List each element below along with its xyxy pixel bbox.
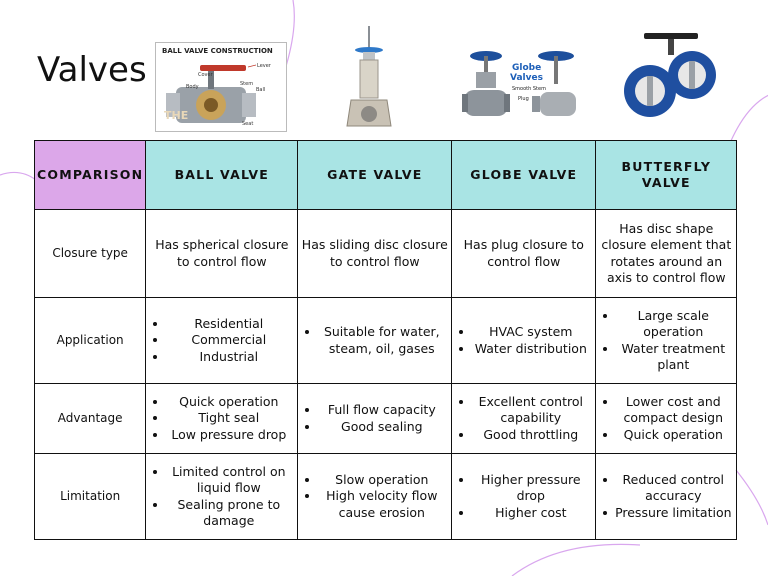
page-title: Valves [37,50,147,90]
table-cell: HVAC system Water distribution [451,297,597,384]
row-label: Application [33,297,147,384]
ball-image-watermark: THE [164,109,188,122]
ball-part-label: Lever [257,63,272,69]
list-item: Slow operation [300,472,449,489]
table-cell: Has spherical closure to control flow [145,209,299,298]
gate-valve-image [345,26,393,132]
bullet-list: Higher pressure drop Higher cost [454,472,593,522]
table-cell: Has disc shape closure element that rota… [595,209,738,298]
row-label: Closure type [33,209,147,298]
butterfly-valve-image [622,33,722,123]
bullet-list: Excellent control capability Good thrott… [454,394,593,444]
list-item: Good sealing [300,419,449,436]
bullet-list: Slow operation High velocity flow cause … [300,472,449,522]
table-cell: Slow operation High velocity flow cause … [297,453,453,540]
comparison-table: COMPARISON BALL VALVE GATE VALVE GLOBE V… [33,140,738,540]
table-cell: Suitable for water, steam, oil, gases [297,297,453,384]
table-cell: Lower cost and compact design Quick oper… [595,383,738,454]
table-header-row: COMPARISON BALL VALVE GATE VALVE GLOBE V… [33,140,738,210]
list-item: Higher cost [454,505,593,522]
list-item: Low pressure drop [148,427,295,444]
bullet-list: Limited control on liquid flow Sealing p… [148,464,295,530]
bullet-list: Lower cost and compact design Quick oper… [598,394,734,444]
globe-valve-image: Globe Valves Smooth Stem Plug [462,48,586,130]
table-cell: Full flow capacity Good sealing [297,383,453,454]
globe-part-label: Smooth Stem [512,86,546,92]
table-cell: Higher pressure drop Higher cost [451,453,597,540]
ball-part-label: Seat [242,121,253,127]
list-item: Commercial [148,332,295,349]
list-item: Residential [148,316,295,333]
row-label: Advantage [33,383,147,454]
list-item: Excellent control capability [454,394,593,427]
list-item: Water treatment plant [598,341,734,374]
ball-part-label: Ball [256,87,265,93]
list-item: Reduced control accuracy [598,472,734,505]
header-butterfly-valve: BUTTERFLY VALVE [595,140,738,210]
table-row-application: Application Residential Commercial Indus… [33,297,738,384]
table-cell: Large scale operation Water treatment pl… [595,297,738,384]
list-item: Sealing prone to damage [148,497,295,530]
table-cell: Quick operation Tight seal Low pressure … [145,383,299,454]
header-comparison: COMPARISON [33,140,147,210]
ball-valve-construction-image: BALL VALVE CONSTRUCTION Lever Cover Body… [155,42,287,132]
list-item: HVAC system [454,324,593,341]
bullet-list: Reduced control accuracy Pressure limita… [598,472,734,522]
table-cell: Reduced control accuracy Pressure limita… [595,453,738,540]
table-row-closure-type: Closure type Has spherical closure to co… [33,209,738,298]
row-label: Limitation [33,453,147,540]
header-globe-valve: GLOBE VALVE [451,140,597,210]
list-item: Large scale operation [598,308,734,341]
list-item: Tight seal [148,410,295,427]
bullet-list: Quick operation Tight seal Low pressure … [148,394,295,444]
ball-part-label: Stem [240,81,253,87]
table-cell: Has plug closure to control flow [451,209,597,298]
list-item: Quick operation [598,427,734,444]
table-cell: Limited control on liquid flow Sealing p… [145,453,299,540]
list-item: Industrial [148,349,295,366]
list-item: Quick operation [148,394,295,411]
table-cell: Residential Commercial Industrial [145,297,299,384]
list-item: Full flow capacity [300,402,449,419]
list-item: Higher pressure drop [454,472,593,505]
list-item: Pressure limitation [598,505,734,522]
list-item: Suitable for water, steam, oil, gases [300,324,449,357]
table-row-limitation: Limitation Limited control on liquid flo… [33,453,738,540]
globe-part-label: Plug [518,96,529,102]
header-gate-valve: GATE VALVE [297,140,453,210]
list-item: Good throttling [454,427,593,444]
ball-image-heading: BALL VALVE CONSTRUCTION [162,47,273,55]
globe-image-heading-2: Valves [510,73,543,83]
list-item: High velocity flow cause erosion [300,488,449,521]
header-ball-valve: BALL VALVE [145,140,299,210]
ball-part-label: Cover [198,72,214,78]
ball-part-label: Body [186,84,199,90]
bullet-list: Full flow capacity Good sealing [300,402,449,435]
table-cell: Has sliding disc closure to control flow [297,209,453,298]
bullet-list: Large scale operation Water treatment pl… [598,308,734,374]
globe-image-heading-1: Globe [512,63,541,73]
bullet-list: Residential Commercial Industrial [148,316,295,366]
table-cell: Excellent control capability Good thrott… [451,383,597,454]
bullet-list: HVAC system Water distribution [454,324,593,357]
list-item: Limited control on liquid flow [148,464,295,497]
list-item: Water distribution [454,341,593,358]
bullet-list: Suitable for water, steam, oil, gases [300,324,449,357]
list-item: Lower cost and compact design [598,394,734,427]
table-row-advantage: Advantage Quick operation Tight seal Low… [33,383,738,454]
